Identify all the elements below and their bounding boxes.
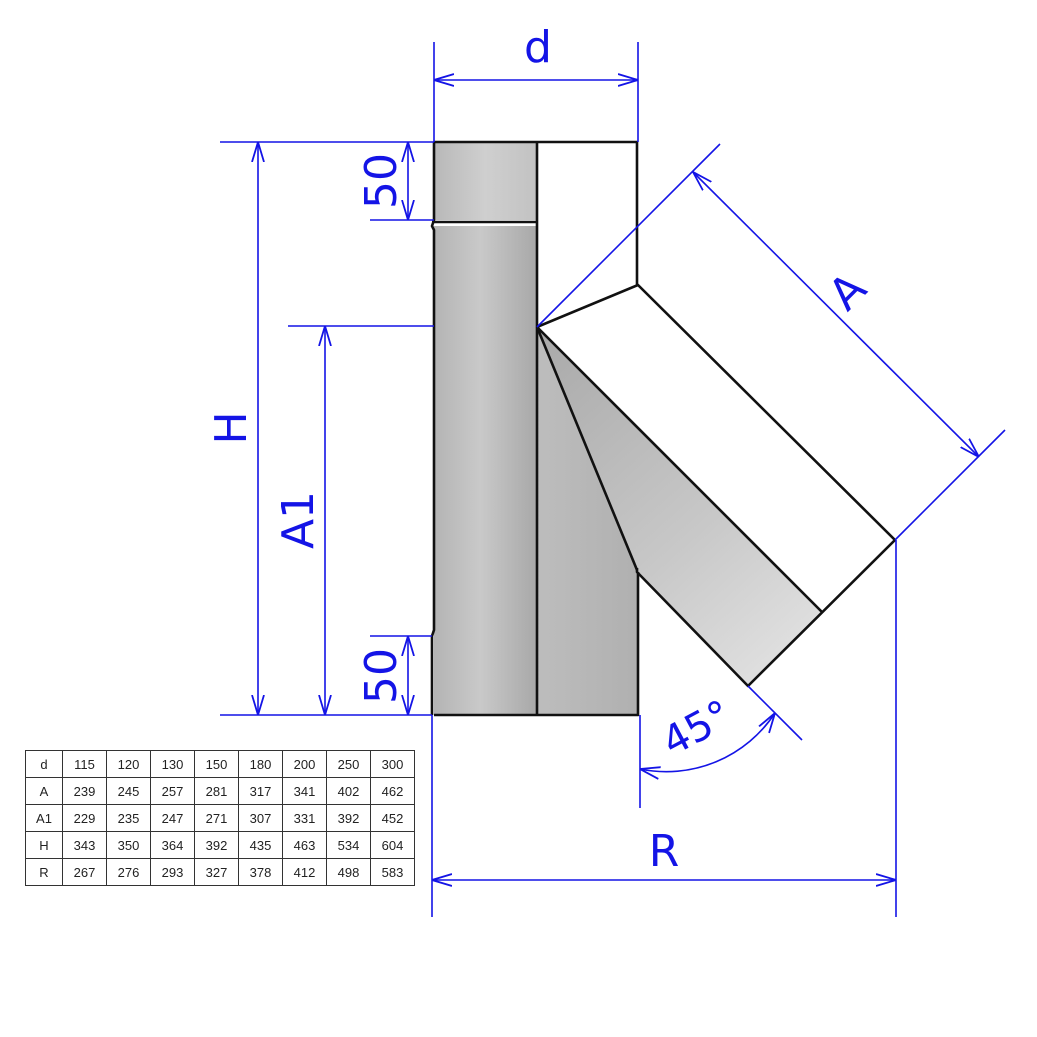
table-cell: 412 <box>282 858 327 886</box>
table-cell: 281 <box>194 777 239 805</box>
label-A: A <box>819 263 876 320</box>
table-cell: 235 <box>106 804 151 832</box>
branch-inner-face <box>537 327 822 686</box>
table-cell: 180 <box>238 750 283 778</box>
table-cell: 392 <box>326 804 371 832</box>
table-cell: 402 <box>326 777 371 805</box>
table-row-header: H <box>25 831 63 859</box>
table-cell: 267 <box>62 858 107 886</box>
table-cell: 245 <box>106 777 151 805</box>
table-cell: 327 <box>194 858 239 886</box>
table-cell: 604 <box>370 831 415 859</box>
label-H: H <box>206 411 257 444</box>
table-cell: 300 <box>370 750 415 778</box>
table-cell: 462 <box>370 777 415 805</box>
table-cell: 239 <box>62 777 107 805</box>
table-cell: 257 <box>150 777 195 805</box>
branch-inner-lines <box>535 326 823 613</box>
label-d: d <box>524 22 552 73</box>
label-A1: A1 <box>273 491 324 549</box>
top-socket <box>434 142 537 220</box>
table-cell: 343 <box>62 831 107 859</box>
table-cell: 271 <box>194 804 239 832</box>
table-cell: 250 <box>326 750 371 778</box>
table-cell: 364 <box>150 831 195 859</box>
branch-outline <box>536 283 897 688</box>
main-pipe-right-shaded <box>537 327 638 715</box>
table-cell: 341 <box>282 777 327 805</box>
table-cell: 229 <box>62 804 107 832</box>
table-cell: 120 <box>106 750 151 778</box>
label-angle: 45° <box>655 692 739 766</box>
table-cell: 200 <box>282 750 327 778</box>
table-cell: 150 <box>194 750 239 778</box>
table-cell: 307 <box>238 804 283 832</box>
table-cell: 392 <box>194 831 239 859</box>
table-cell: 452 <box>370 804 415 832</box>
table-cell: 534 <box>326 831 371 859</box>
table-cell: 498 <box>326 858 371 886</box>
table-cell: 293 <box>150 858 195 886</box>
dim-angle-arc <box>640 713 775 772</box>
table-cell: 331 <box>282 804 327 832</box>
label-bottom-50: 50 <box>356 648 407 704</box>
table-cell: 317 <box>238 777 283 805</box>
pipe-outline <box>434 140 640 717</box>
table-cell: 463 <box>282 831 327 859</box>
table-cell: 583 <box>370 858 415 886</box>
table-cell: 435 <box>238 831 283 859</box>
table-cell: 247 <box>150 804 195 832</box>
table-row-header: R <box>25 858 63 886</box>
main-pipe-shaded <box>434 226 537 715</box>
table-row-header: d <box>25 750 63 778</box>
fitting <box>430 140 897 717</box>
table-row-header: A <box>25 777 63 805</box>
table-cell: 115 <box>62 750 107 778</box>
label-R: R <box>649 826 680 877</box>
left-edge-outline <box>430 142 436 715</box>
table-row-header: A1 <box>25 804 63 832</box>
table-cell: 350 <box>106 831 151 859</box>
table-cell: 276 <box>106 858 151 886</box>
dim-A-line <box>693 172 979 457</box>
dimensions <box>220 42 1006 917</box>
table-cell: 130 <box>150 750 195 778</box>
table-cell: 378 <box>238 858 283 886</box>
label-top-50: 50 <box>356 153 407 209</box>
